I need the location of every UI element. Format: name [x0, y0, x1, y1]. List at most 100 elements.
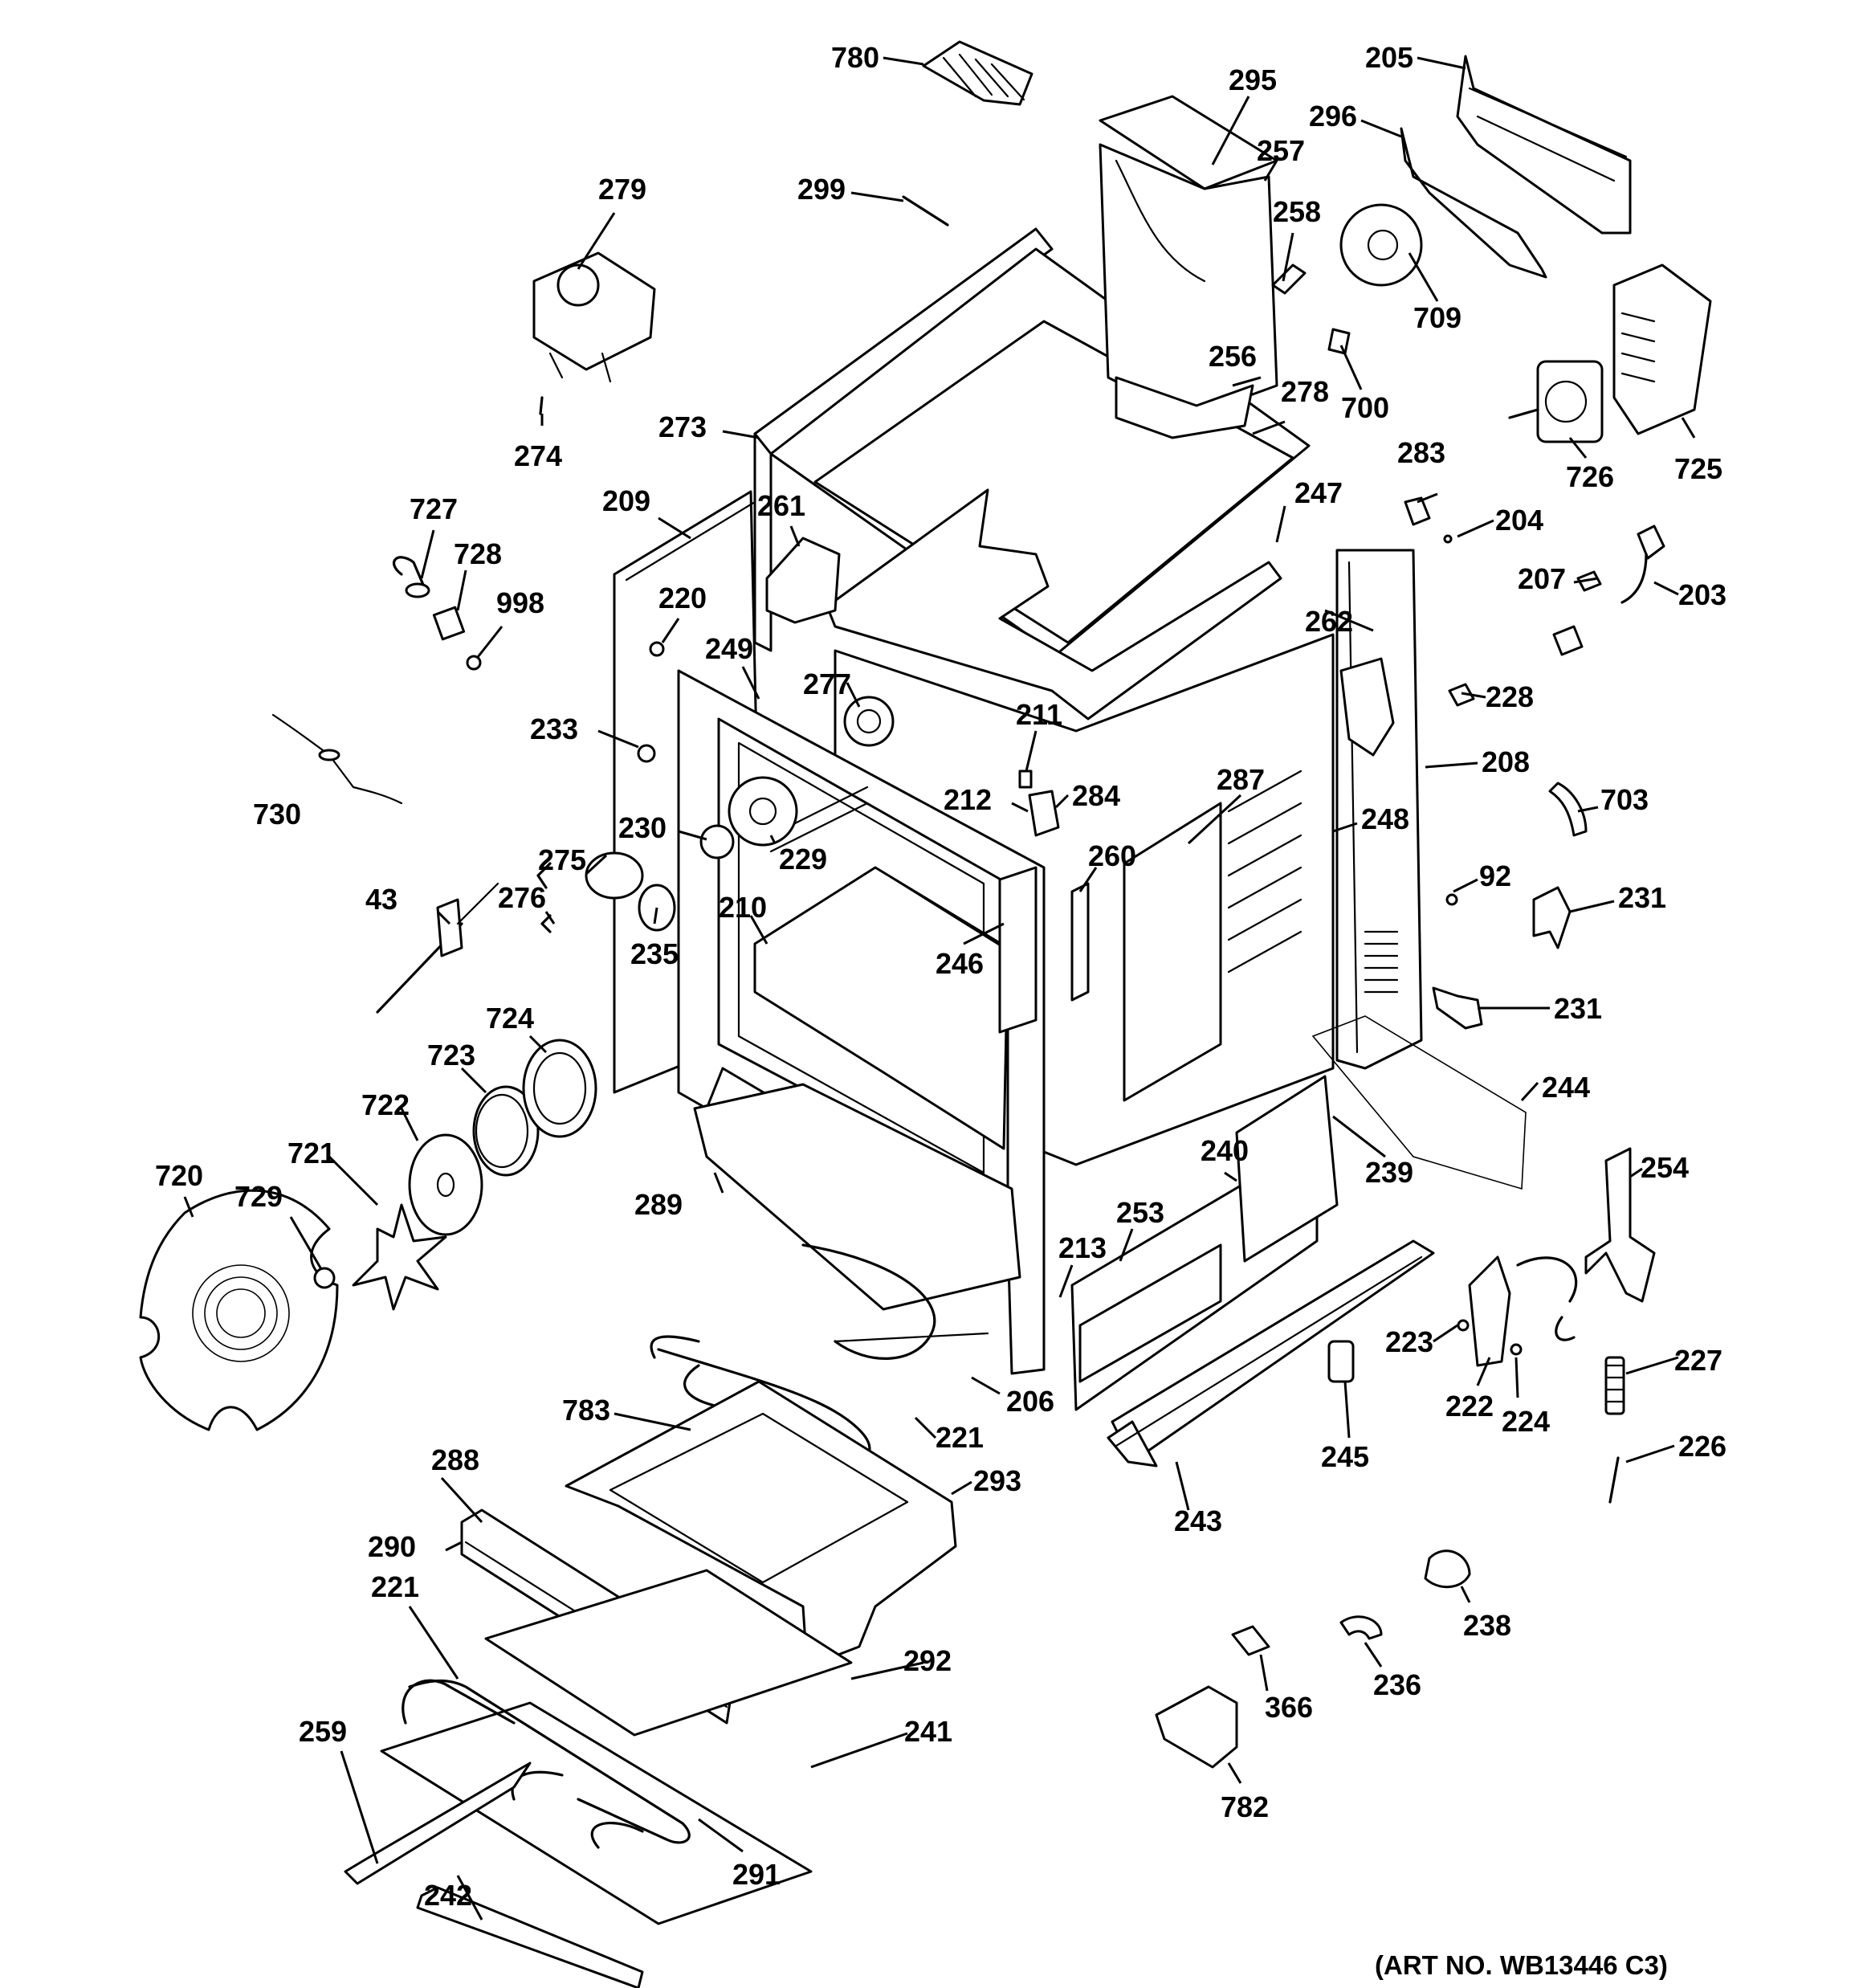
callout-209: 209 — [602, 484, 650, 517]
callout-243: 243 — [1174, 1504, 1222, 1537]
callout-284: 284 — [1072, 779, 1120, 812]
callout-279: 279 — [598, 173, 646, 206]
callout-221-upper: 221 — [936, 1421, 984, 1454]
callout-212: 212 — [944, 783, 992, 816]
callout-700: 700 — [1341, 391, 1389, 424]
callout-247: 247 — [1294, 476, 1343, 509]
callout-226: 226 — [1678, 1430, 1726, 1463]
callout-723: 723 — [427, 1039, 475, 1072]
part-725-drawing — [1612, 263, 1712, 435]
callout-728: 728 — [454, 537, 502, 570]
callout-220: 220 — [658, 582, 707, 614]
callout-222: 222 — [1445, 1390, 1494, 1423]
part-236-drawing — [1339, 1615, 1383, 1640]
callout-720: 720 — [155, 1159, 203, 1192]
callout-254: 254 — [1641, 1151, 1689, 1184]
callout-43: 43 — [365, 883, 397, 916]
leader-lines — [183, 56, 1696, 1921]
callout-205: 205 — [1365, 41, 1413, 74]
callout-223: 223 — [1385, 1325, 1433, 1358]
part-293-drawing — [565, 1380, 957, 1668]
callout-283: 283 — [1397, 436, 1445, 469]
callout-725: 725 — [1674, 452, 1722, 485]
callout-782: 782 — [1221, 1790, 1269, 1823]
callout-998: 998 — [496, 586, 544, 619]
part-227-drawing — [1604, 1356, 1625, 1415]
callout-730: 730 — [253, 798, 301, 831]
callout-724: 724 — [486, 1002, 534, 1035]
callout-259: 259 — [299, 1715, 347, 1748]
callout-203: 203 — [1678, 578, 1726, 611]
callout-257: 257 — [1257, 134, 1305, 167]
callout-labels: 780 295 205 296 279 299 257 258 709 256 … — [155, 41, 1726, 1912]
callout-709: 709 — [1413, 301, 1461, 334]
callout-246: 246 — [936, 947, 984, 980]
callout-278: 278 — [1281, 375, 1329, 408]
callout-235: 235 — [630, 937, 679, 970]
part-drawings — [139, 40, 1712, 1988]
art-number: (ART NO. WB13446 C3) — [1375, 1950, 1668, 1980]
callout-206: 206 — [1006, 1385, 1054, 1418]
callout-722: 722 — [361, 1088, 410, 1121]
convection-duct-drawing — [1099, 95, 1278, 439]
callout-721: 721 — [287, 1137, 336, 1170]
callout-231-upper: 231 — [1618, 881, 1666, 914]
part-726-drawing — [1508, 360, 1604, 443]
callout-211: 211 — [1016, 698, 1062, 731]
callout-290: 290 — [368, 1530, 416, 1563]
callout-245: 245 — [1321, 1440, 1369, 1473]
callout-780: 780 — [831, 41, 879, 74]
callout-260: 260 — [1088, 839, 1136, 872]
callout-783: 783 — [562, 1394, 610, 1427]
part-279-drawing — [532, 251, 656, 383]
callout-274: 274 — [514, 439, 562, 472]
part-222-drawing — [1468, 1255, 1511, 1367]
callout-295: 295 — [1229, 63, 1277, 96]
callout-210: 210 — [719, 891, 767, 924]
callout-289: 289 — [634, 1188, 683, 1221]
part-720-drawing — [139, 1189, 339, 1431]
callout-242: 242 — [424, 1879, 472, 1912]
part-782-drawing — [1155, 1685, 1238, 1769]
callout-204: 204 — [1495, 504, 1543, 537]
callout-273: 273 — [658, 410, 707, 443]
callout-258: 258 — [1273, 195, 1321, 228]
callout-239: 239 — [1365, 1156, 1413, 1189]
callout-292: 292 — [903, 1644, 952, 1677]
callout-275: 275 — [538, 843, 586, 876]
callout-291: 291 — [732, 1858, 781, 1891]
callout-729: 729 — [234, 1180, 283, 1213]
oven-body-drawing — [585, 227, 1423, 1411]
callout-213: 213 — [1058, 1231, 1107, 1264]
callout-236: 236 — [1373, 1668, 1421, 1701]
part-723-drawing — [472, 1085, 540, 1177]
part-205-drawing — [1456, 55, 1632, 235]
callout-288: 288 — [431, 1443, 479, 1476]
part-238-drawing — [1424, 1549, 1471, 1589]
callout-241: 241 — [904, 1715, 952, 1748]
callout-207: 207 — [1518, 562, 1566, 595]
part-245-drawing — [1327, 1340, 1355, 1383]
callout-248: 248 — [1361, 802, 1409, 835]
callout-230: 230 — [618, 811, 667, 844]
callout-293: 293 — [973, 1464, 1021, 1497]
part-729-drawing — [313, 1267, 336, 1289]
callout-703: 703 — [1600, 783, 1649, 816]
part-243-drawing — [1107, 1239, 1435, 1468]
callout-240: 240 — [1201, 1134, 1249, 1167]
callout-276: 276 — [498, 881, 546, 914]
callout-228: 228 — [1486, 680, 1534, 713]
callout-287: 287 — [1217, 763, 1265, 796]
callout-256: 256 — [1209, 340, 1257, 373]
callout-366: 366 — [1265, 1691, 1313, 1724]
callout-221-lower: 221 — [371, 1570, 419, 1603]
part-724-drawing — [522, 1039, 597, 1138]
part-722-drawing — [408, 1133, 483, 1236]
callout-727: 727 — [410, 492, 458, 525]
callout-227: 227 — [1674, 1344, 1722, 1377]
callout-229: 229 — [779, 843, 827, 876]
callout-244: 244 — [1542, 1071, 1590, 1104]
callout-233: 233 — [530, 712, 578, 745]
callout-231-lower: 231 — [1554, 992, 1602, 1025]
